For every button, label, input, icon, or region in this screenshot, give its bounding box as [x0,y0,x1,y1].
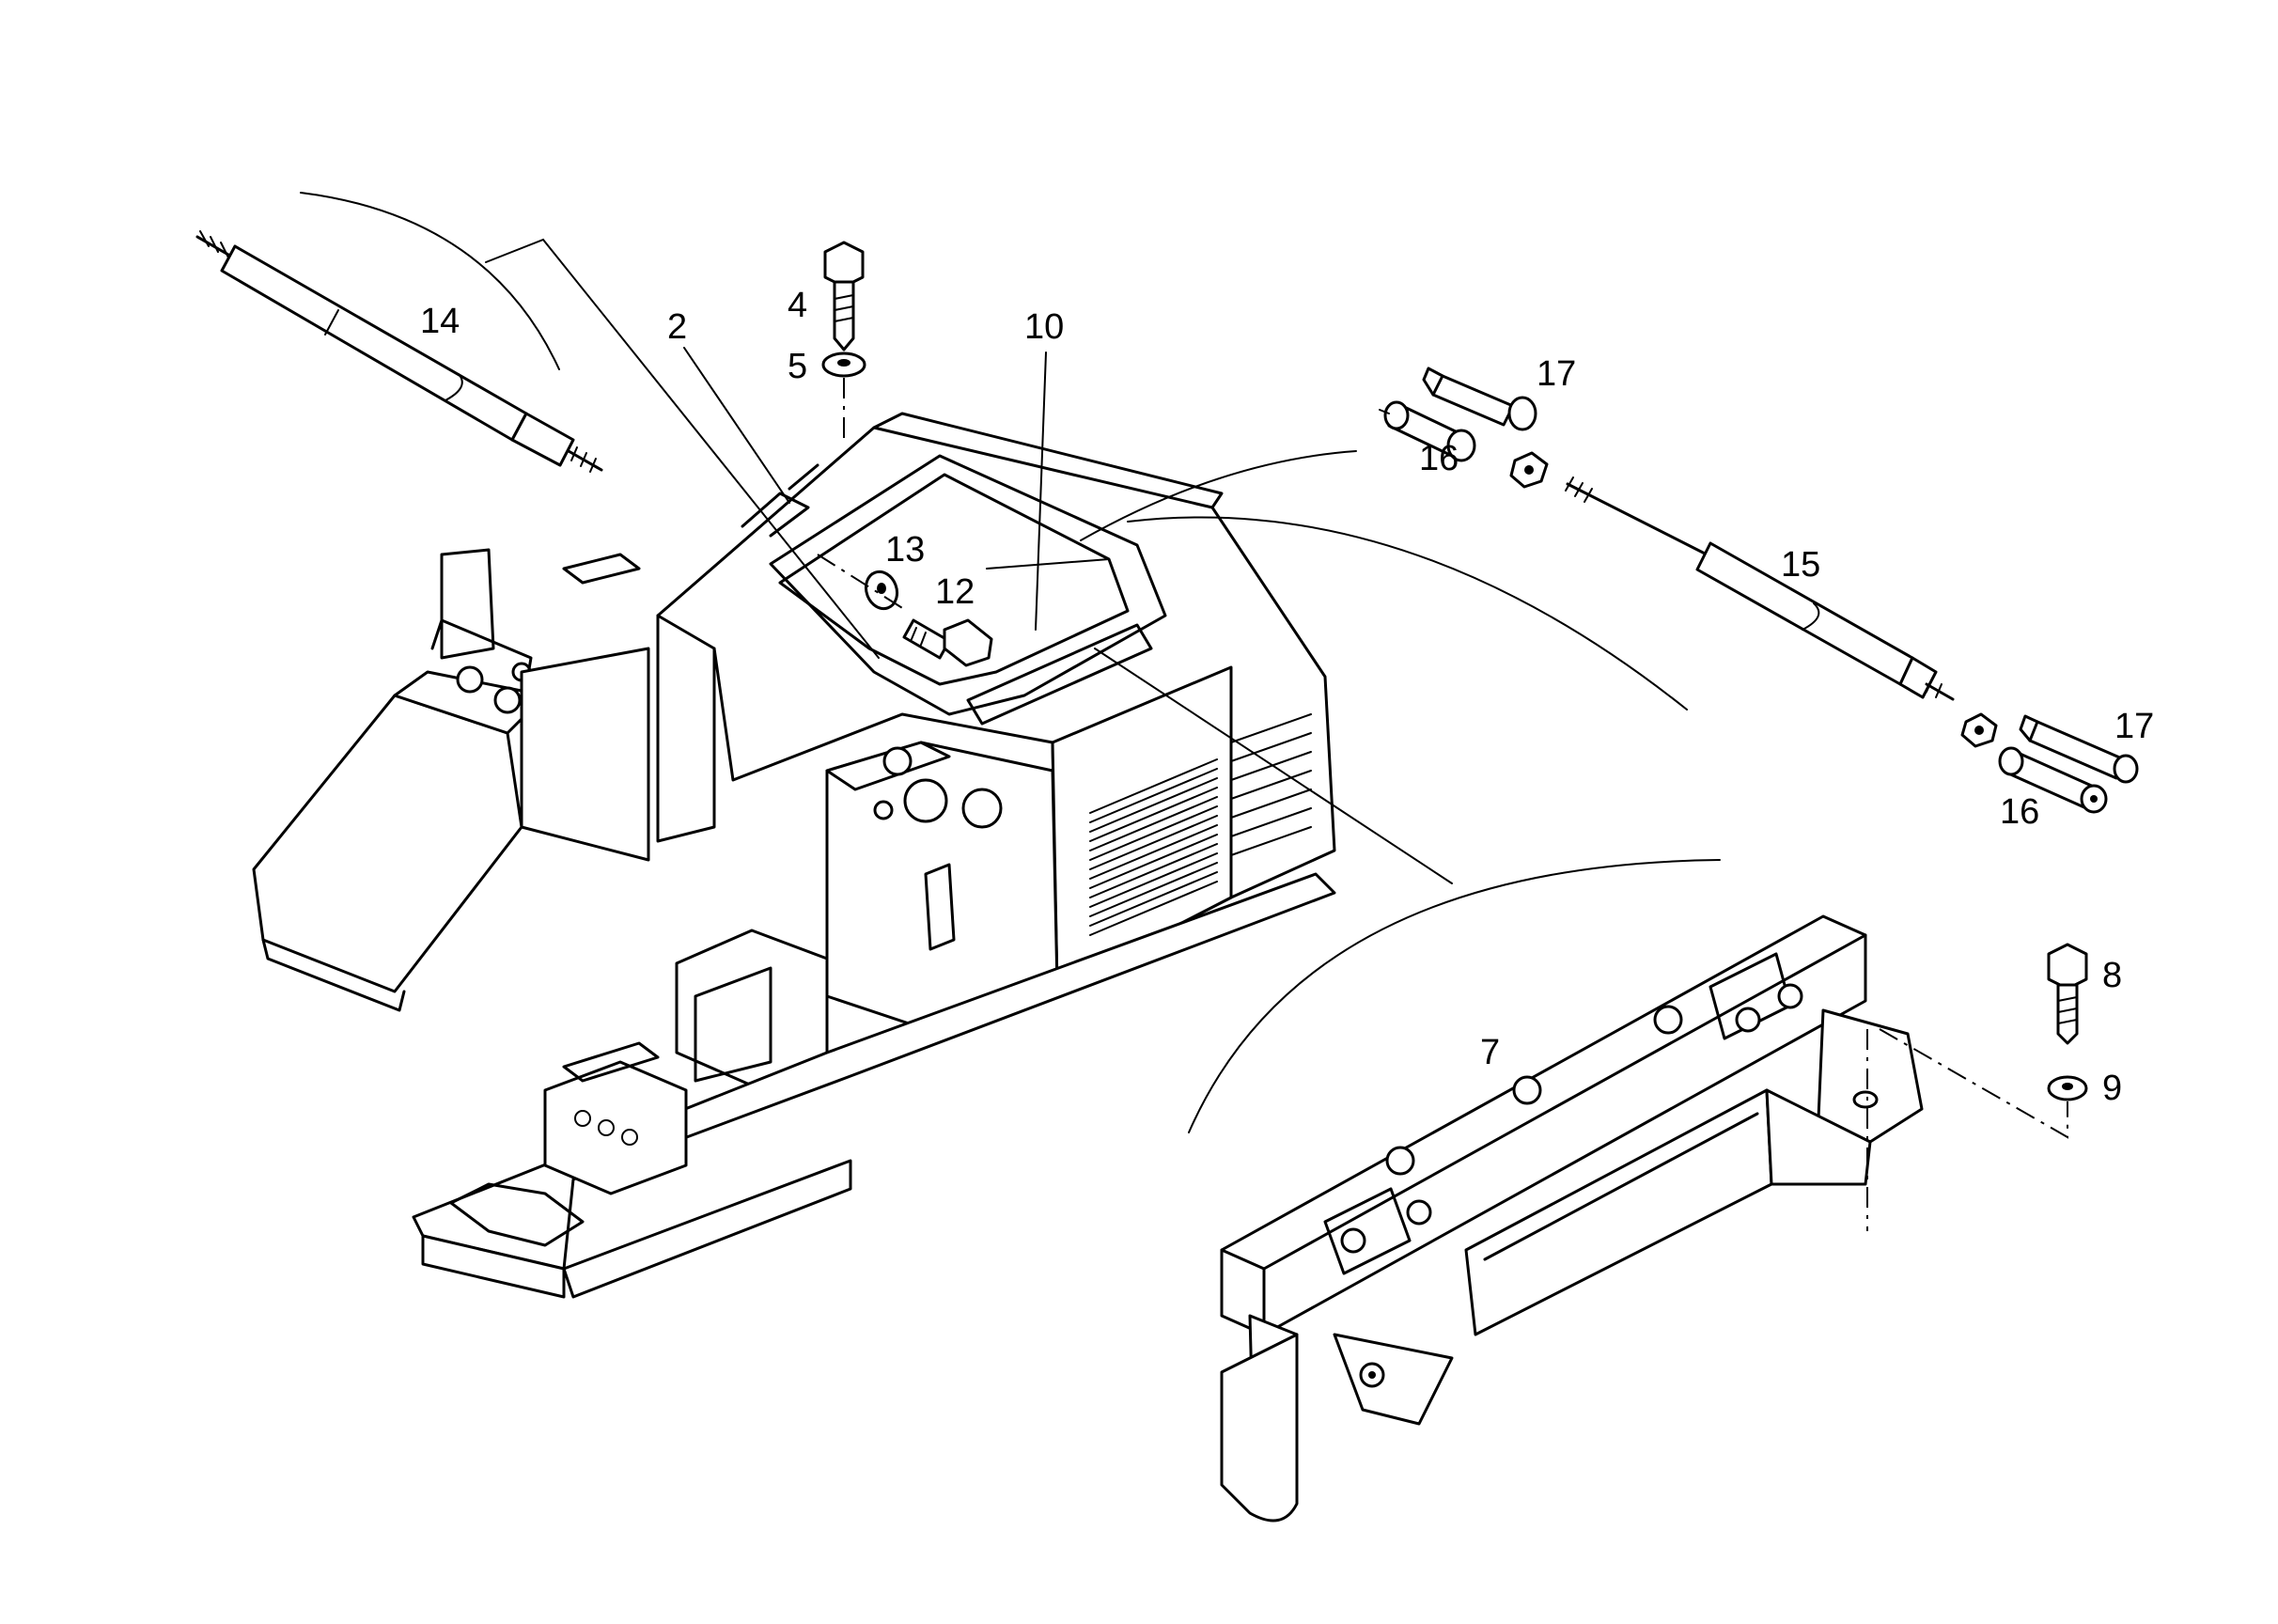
label-2: 2 [667,307,687,347]
label-12: 12 [935,572,975,612]
label-7: 7 [1480,1033,1500,1072]
bolt-12 [902,618,993,667]
label-10: 10 [1024,307,1064,347]
label-14: 14 [420,302,460,341]
bolt-4 [823,241,865,351]
washer-9 [2047,1075,2088,1101]
pin-17-lower [2019,714,2139,784]
washer-5 [821,351,866,378]
label-16-lower: 16 [2000,792,2039,832]
tractor-body [252,412,1336,1299]
label-17-lower: 17 [2114,707,2154,746]
part-number-labels: 2 4 5 10 12 13 14 15 16 17 17 16 7 8 9 [420,286,2154,1108]
gas-strut-14 [195,230,603,473]
grille-slats [1089,713,1312,936]
label-5: 5 [788,347,807,386]
nut-lower [1960,712,1998,748]
slide-rail-7 [1220,914,1924,1522]
label-4: 4 [788,286,807,325]
label-13: 13 [885,530,925,570]
label-8: 8 [2102,956,2122,995]
bolt-8 [2047,943,2088,1045]
pin-17-upper [1422,367,1537,431]
label-9: 9 [2102,1069,2122,1108]
label-16-upper: 16 [1419,439,1459,478]
clevis-16-upper [1379,400,1476,462]
gas-strut-15 [1565,476,1955,701]
clevis-16-lower [1998,746,2108,814]
leader-lines [300,192,1721,1133]
label-15: 15 [1781,545,1820,585]
label-17-upper: 17 [1537,354,1576,394]
nut-upper [1509,451,1549,489]
